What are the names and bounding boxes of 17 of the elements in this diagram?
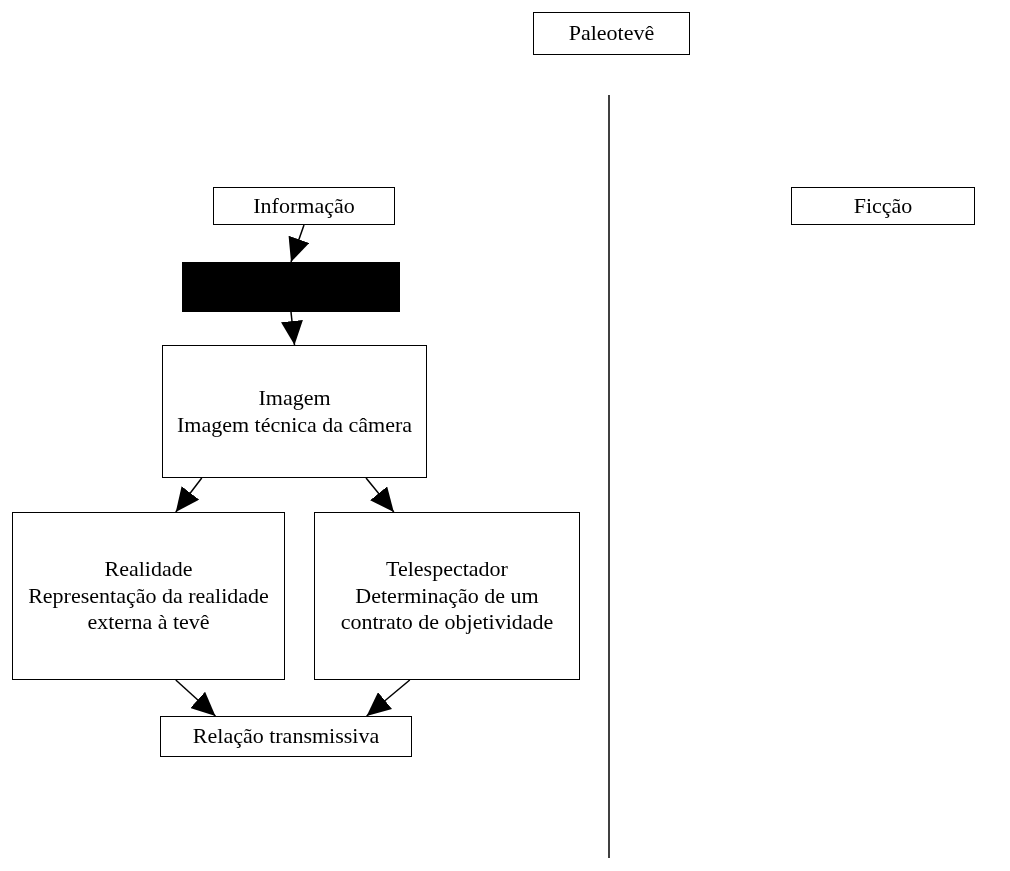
arrow xyxy=(175,477,203,513)
filled-box xyxy=(182,262,400,312)
arrow xyxy=(365,477,395,513)
arrow xyxy=(288,224,310,263)
box-heading: Telespectador xyxy=(386,556,508,583)
box-heading: Ficção xyxy=(853,192,913,220)
box-heading: Relação transmissiva xyxy=(192,723,380,750)
box-heading: Paleotevê xyxy=(568,20,655,47)
arrow xyxy=(365,679,411,717)
box-text: Determinação de um contrato de objetividade xyxy=(339,582,555,636)
arrow xyxy=(175,679,217,717)
box-heading: Realidade xyxy=(104,556,193,583)
arrow xyxy=(281,311,303,346)
box-text: Representação da realidade externa à tevê xyxy=(27,582,270,636)
box-text: Imagem técnica da câmera xyxy=(176,411,413,438)
box-heading: Imagem xyxy=(258,385,331,412)
box-heading: Informação xyxy=(253,192,355,220)
